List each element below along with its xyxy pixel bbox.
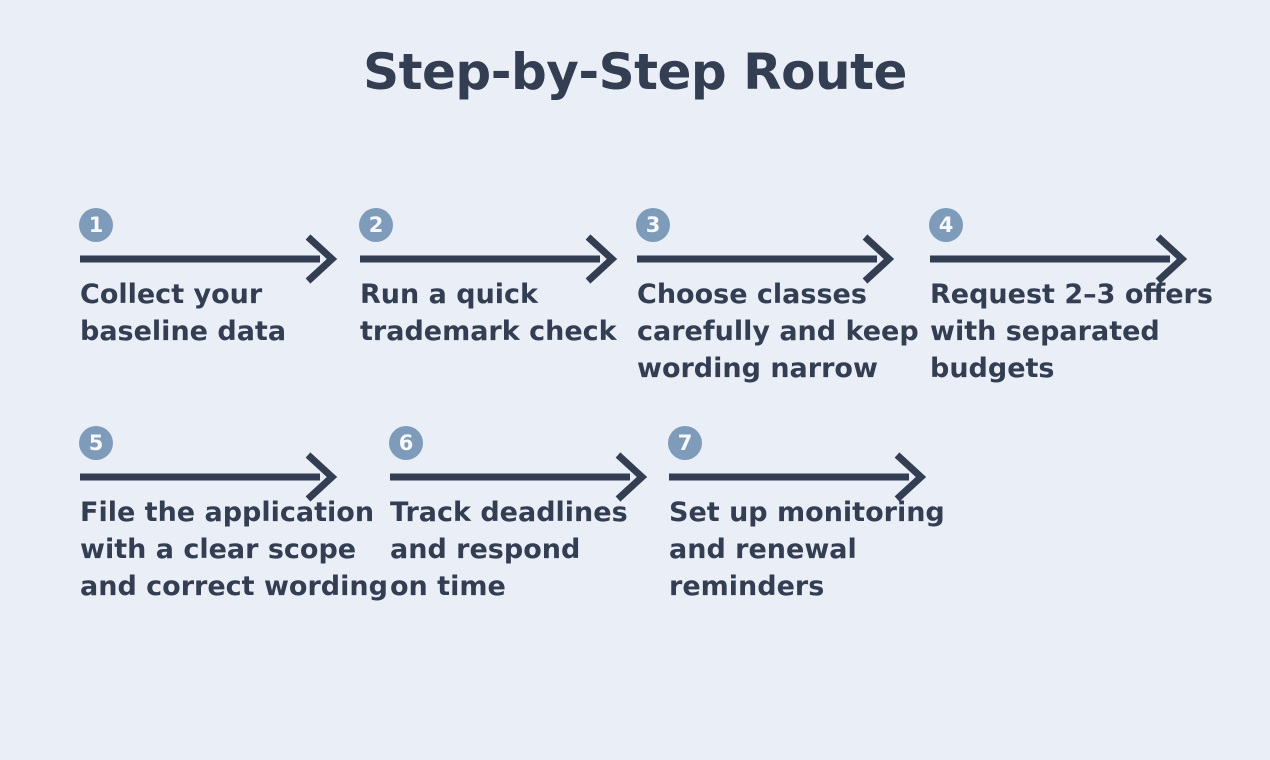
step-4-number-badge: 4 bbox=[929, 208, 963, 242]
page-title: Step-by-Step Route bbox=[363, 43, 907, 101]
step-4: 4 Request 2–3 offers with separated budg… bbox=[928, 208, 1258, 408]
step-7-number-badge: 7 bbox=[668, 426, 702, 460]
step-2: 2 Run a quick trademark check bbox=[358, 208, 688, 408]
arrow-right-icon bbox=[80, 452, 338, 502]
arrow-right-icon bbox=[80, 234, 338, 284]
step-3-number-badge: 3 bbox=[636, 208, 670, 242]
arrow-right-icon bbox=[390, 452, 648, 502]
arrow-right-icon bbox=[637, 234, 895, 284]
step-5-label: File the application with a clear scope … bbox=[80, 497, 388, 602]
step-4-label: Request 2–3 offers with separated budget… bbox=[930, 279, 1213, 384]
step-6-label: Track deadlines and respond on time bbox=[390, 497, 628, 602]
step-6-number-badge: 6 bbox=[389, 426, 423, 460]
step-7: 7 Set up monitoring and renewal reminder… bbox=[667, 426, 997, 626]
arrow-right-icon bbox=[930, 234, 1188, 284]
step-5-number-badge: 5 bbox=[79, 426, 113, 460]
step-1-label: Collect your baseline data bbox=[80, 279, 287, 347]
step-2-number-badge: 2 bbox=[359, 208, 393, 242]
arrow-right-icon bbox=[360, 234, 618, 284]
step-6: 6 Track deadlines and respond on time bbox=[388, 426, 718, 626]
step-2-label: Run a quick trademark check bbox=[360, 279, 617, 347]
arrow-right-icon bbox=[669, 452, 927, 502]
step-1: 1 Collect your baseline data bbox=[78, 208, 408, 408]
step-5: 5 File the application with a clear scop… bbox=[78, 426, 408, 626]
step-1-number-badge: 1 bbox=[79, 208, 113, 242]
step-7-label: Set up monitoring and renewal reminders bbox=[669, 497, 945, 602]
step-3-label: Choose classes carefully and keep wordin… bbox=[637, 279, 919, 384]
step-3: 3 Choose classes carefully and keep word… bbox=[635, 208, 965, 408]
